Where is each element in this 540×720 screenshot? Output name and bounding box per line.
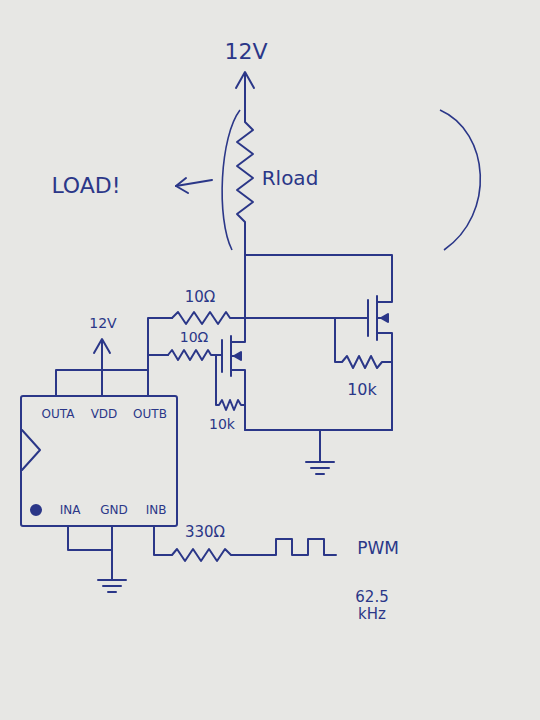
driver-chip: OUTA VDD OUTB INA GND INB xyxy=(20,395,178,527)
note-label: LOAD! xyxy=(51,173,120,198)
mosfet-symbol xyxy=(222,336,245,430)
load-outline-shape xyxy=(218,106,493,254)
pin-name: OUTB xyxy=(133,407,167,421)
ground-symbol xyxy=(306,462,334,474)
pin-name: INB xyxy=(146,503,167,517)
resistor-value: 10Ω xyxy=(185,289,216,306)
signal-name: PWM xyxy=(357,539,399,559)
wire xyxy=(68,527,112,580)
load-outline: Rload xyxy=(218,106,493,254)
outline-arc xyxy=(222,110,240,250)
resistor-value: 10Ω xyxy=(180,329,209,345)
resistor-symbol xyxy=(216,355,245,410)
supply-arrow xyxy=(94,339,110,395)
frequency-label: 62.5 kHz xyxy=(341,589,403,624)
resistor-value: 10k xyxy=(209,416,235,432)
resistor-symbol xyxy=(168,350,222,360)
resistor-symbol xyxy=(335,318,392,368)
supply-label: 12V xyxy=(89,315,116,331)
resistor-label: Rload xyxy=(262,166,319,190)
pwm-waveform xyxy=(262,539,336,555)
wire xyxy=(231,255,245,342)
pin-name: INA xyxy=(60,503,81,517)
driver-symbol xyxy=(22,430,40,470)
resistor-symbol xyxy=(237,110,253,255)
wire xyxy=(148,354,168,356)
resistor-symbol xyxy=(172,312,368,324)
wire xyxy=(148,318,172,395)
pin-name: GND xyxy=(100,503,128,517)
resistor-value: 330Ω xyxy=(185,524,225,541)
supply-label: 12V xyxy=(224,39,267,64)
supply-arrow xyxy=(236,72,254,110)
resistor-value: 10k xyxy=(347,381,377,399)
leader-arrow xyxy=(176,178,212,193)
pin-name: OUTA xyxy=(42,407,75,421)
wire xyxy=(245,255,392,302)
pin-name: VDD xyxy=(91,407,118,421)
outline-arc xyxy=(440,110,480,250)
ground-symbol xyxy=(98,580,126,592)
pin1-dot xyxy=(31,505,41,515)
wire xyxy=(245,430,392,462)
